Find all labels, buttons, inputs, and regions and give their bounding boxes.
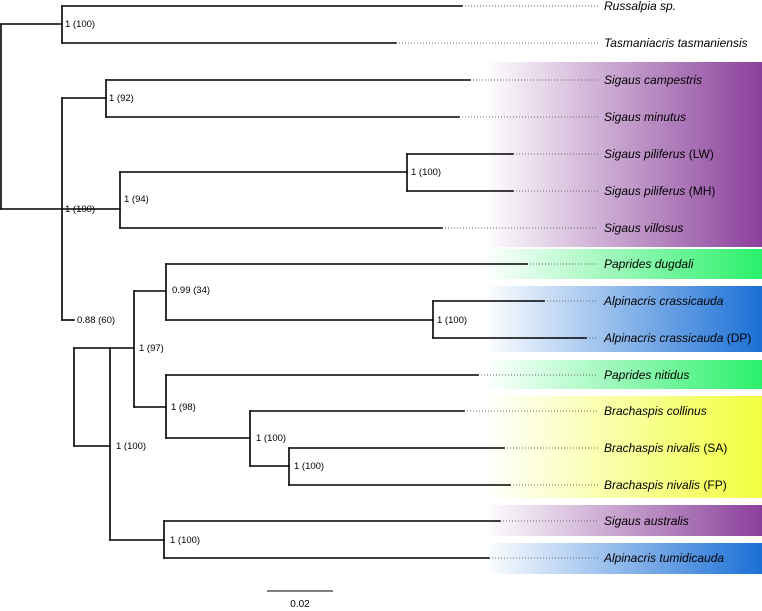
support-australis-tumidicauda: 1 (100)	[170, 535, 200, 546]
support-nitidus-brachaspis: 1 (98)	[171, 402, 196, 413]
paprides-nitidus-highlight	[484, 360, 762, 389]
support-nivalis-pair: 1 (100)	[294, 461, 324, 472]
scale-bar-label: 0.02	[290, 599, 310, 610]
tip-label: Sigaus piliferus (MH)	[604, 184, 715, 198]
clade-highlights	[484, 62, 762, 574]
support-brachaspis-clade: 1 (100)	[256, 433, 286, 444]
tip-label: Alpinacris tumidicauda	[603, 551, 724, 565]
support-rest-clade: 0.88 (60)	[77, 315, 115, 326]
tip-label: Sigaus villosus	[604, 221, 683, 235]
support-sigaus-piliferus-clade: 1 (94)	[124, 194, 149, 205]
tip-labels: Russalpia sp. Tasmaniacris tasmaniensis …	[603, 0, 751, 565]
leader-lines	[396, 5, 598, 559]
tip-label: Brachaspis collinus	[604, 404, 707, 418]
brachaspis-highlight	[484, 396, 762, 498]
support-big-clade: 1 (100)	[116, 441, 146, 452]
sigaus-main-highlight	[484, 62, 762, 247]
tip-label: Sigaus minutus	[604, 110, 686, 124]
tip-label: Paprides nitidus	[604, 368, 689, 382]
tip-label: Brachaspis nivalis (SA)	[604, 441, 727, 455]
support-mixed-clade: 1 (97)	[139, 343, 164, 354]
support-crassicauda-pair: 1 (100)	[437, 315, 467, 326]
tip-label: Paprides dugdali	[604, 257, 694, 271]
support-piliferus-pair: 1 (100)	[411, 167, 441, 178]
tip-label: Sigaus piliferus (LW)	[604, 147, 714, 161]
tip-label: Sigaus campestris	[604, 73, 702, 87]
tip-label: Alpinacris crassicauda (DP)	[603, 331, 751, 345]
support-dugdali-crassicauda: 0.99 (34)	[172, 285, 210, 296]
tip-label: Brachaspis nivalis (FP)	[604, 478, 727, 492]
tree-branches	[0, 5, 587, 559]
alpinacris-crassicauda-highlight	[484, 286, 762, 352]
alpinacris-tumidicauda-highlight	[484, 543, 762, 574]
tip-label: Tasmaniacris tasmaniensis	[604, 36, 748, 50]
support-values: 1 (100) 1 (92) 1 (100) 1 (94) 1 (100) 0.…	[65, 19, 467, 546]
support-root-outgroup: 1 (100)	[65, 19, 95, 30]
support-ingroup: 1 (100)	[65, 204, 95, 215]
tip-label: Sigaus australis	[604, 514, 689, 528]
support-sigaus-pair: 1 (92)	[109, 93, 134, 104]
scale-bar: 0.02	[267, 590, 333, 610]
tip-label: Alpinacris crassicauda	[603, 294, 724, 308]
tip-label: Russalpia sp.	[604, 0, 676, 13]
